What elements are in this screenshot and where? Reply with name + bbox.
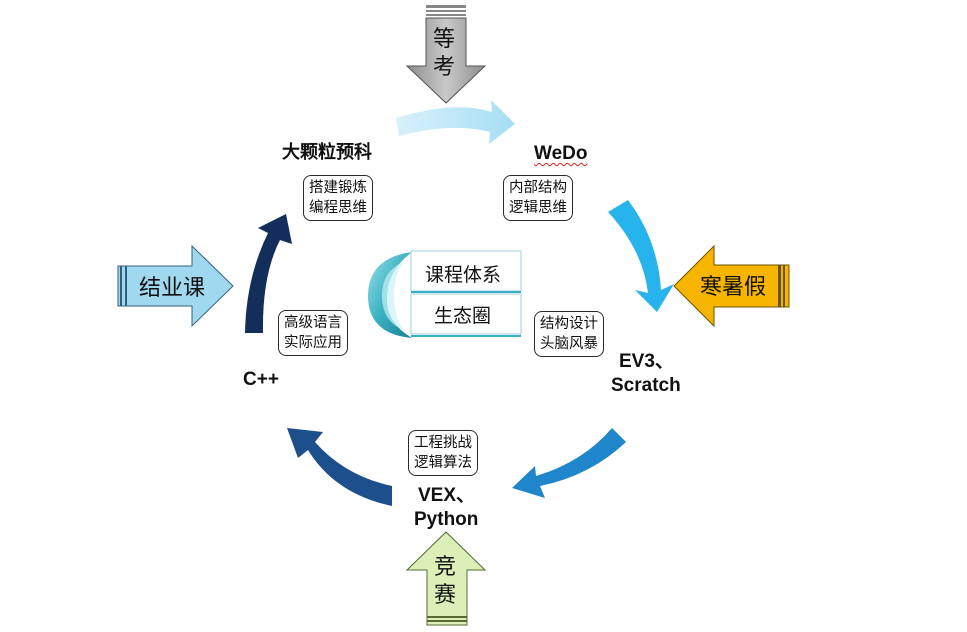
stage-label-bottom-line1: VEX、: [418, 485, 476, 506]
cycle-arrow-bottom: [512, 428, 626, 498]
cycle-arrow-left-top: [245, 214, 292, 333]
entry-arrow-top: 等 考: [405, 5, 487, 104]
skill-box-right: 结构设计 头脑风暴: [534, 311, 604, 357]
skill-box-left: 高级语言 实际应用: [278, 310, 348, 356]
center-title-line1: 课程体系: [425, 264, 502, 286]
stage-label-bottom: VEX、 Python: [414, 484, 478, 532]
entry-arrow-right-label: 寒暑假: [700, 275, 766, 300]
stage-label-right: EV3、 Scratch: [611, 350, 681, 398]
entry-arrow-top-char-2: 考: [433, 55, 455, 80]
entry-arrow-bottom-char-1: 竞: [434, 555, 456, 580]
entry-arrow-left: 结业课: [117, 244, 234, 328]
stage-label-right-line1: EV3、: [619, 351, 674, 372]
stage-label-top-right: WeDo: [534, 143, 588, 164]
skill-box-top-right-line1: 内部结构: [509, 180, 567, 196]
skill-box-top-left-line1: 搭建锻炼: [309, 180, 367, 196]
center-title-line2: 生态圈: [434, 305, 492, 327]
stage-label-left: C++: [243, 369, 279, 390]
skill-box-bottom: 工程挑战 逻辑算法: [408, 430, 478, 476]
skill-box-right-line1: 结构设计: [540, 316, 598, 332]
skill-box-left-line1: 高级语言: [284, 315, 342, 331]
skill-box-top-right: 内部结构 逻辑思维: [503, 175, 573, 221]
stage-label-top-left: 大颗粒预科: [282, 142, 372, 163]
skill-box-right-line2: 头脑风暴: [540, 336, 598, 352]
skill-box-top-left-line2: 编程思维: [309, 200, 367, 216]
skill-box-top-left: 搭建锻炼 编程思维: [303, 175, 373, 221]
skill-box-top-right-line2: 逻辑思维: [509, 200, 567, 216]
skill-box-left-line2: 实际应用: [284, 335, 342, 351]
cycle-arrow-right: [608, 200, 674, 312]
skill-box-bottom-line2: 逻辑算法: [414, 455, 472, 471]
entry-arrow-right: 寒暑假: [673, 244, 790, 328]
skill-box-bottom-line1: 工程挑战: [414, 435, 472, 451]
cycle-arrow-left-bottom: [287, 428, 392, 506]
entry-arrow-top-char-1: 等: [433, 27, 455, 52]
entry-arrow-left-label: 结业课: [139, 276, 205, 301]
center-emblem: [368, 250, 522, 338]
stage-label-right-line2: Scratch: [611, 375, 681, 396]
entry-arrow-bottom: 竞 赛: [405, 531, 487, 626]
stage-label-bottom-line2: Python: [414, 509, 479, 530]
cycle-arrow-top: [396, 100, 515, 144]
entry-arrow-bottom-char-2: 赛: [434, 583, 456, 608]
